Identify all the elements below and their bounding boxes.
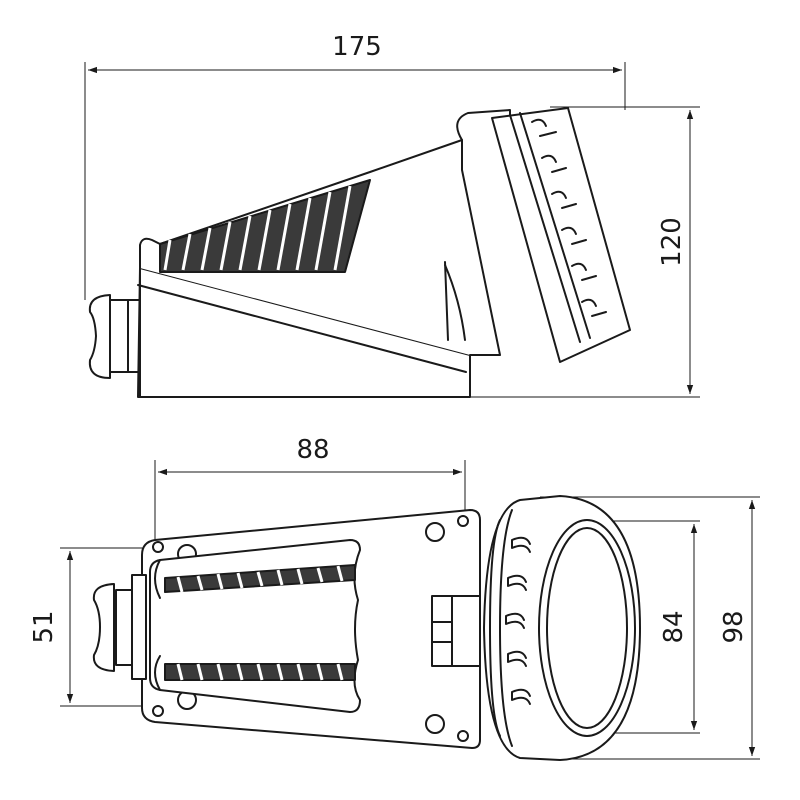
top-view: 88 51 84 98 [29, 435, 760, 761]
side-ribs [163, 185, 352, 271]
dimension-label-98: 98 [719, 610, 749, 643]
top-socket-ring [483, 495, 641, 761]
side-cable-gland [88, 294, 141, 379]
side-view: 175 120 [84, 32, 700, 398]
side-socket-face [491, 107, 631, 363]
socket-face [538, 519, 636, 737]
dimension-label-175: 175 [332, 32, 382, 62]
dimension-label-88: 88 [296, 435, 329, 465]
dimension-label-51: 51 [29, 610, 59, 643]
top-rib-strip-upper [164, 564, 356, 593]
top-inner-compartment [149, 539, 361, 713]
socket-grip-ribs [505, 536, 531, 705]
top-rib-strip-lower [164, 663, 356, 681]
dimension-label-84: 84 [659, 610, 689, 643]
top-hinge-latch [431, 595, 481, 667]
top-cable-gland [92, 574, 147, 680]
dimension-label-120: 120 [657, 217, 687, 267]
side-rib-area [159, 179, 371, 273]
